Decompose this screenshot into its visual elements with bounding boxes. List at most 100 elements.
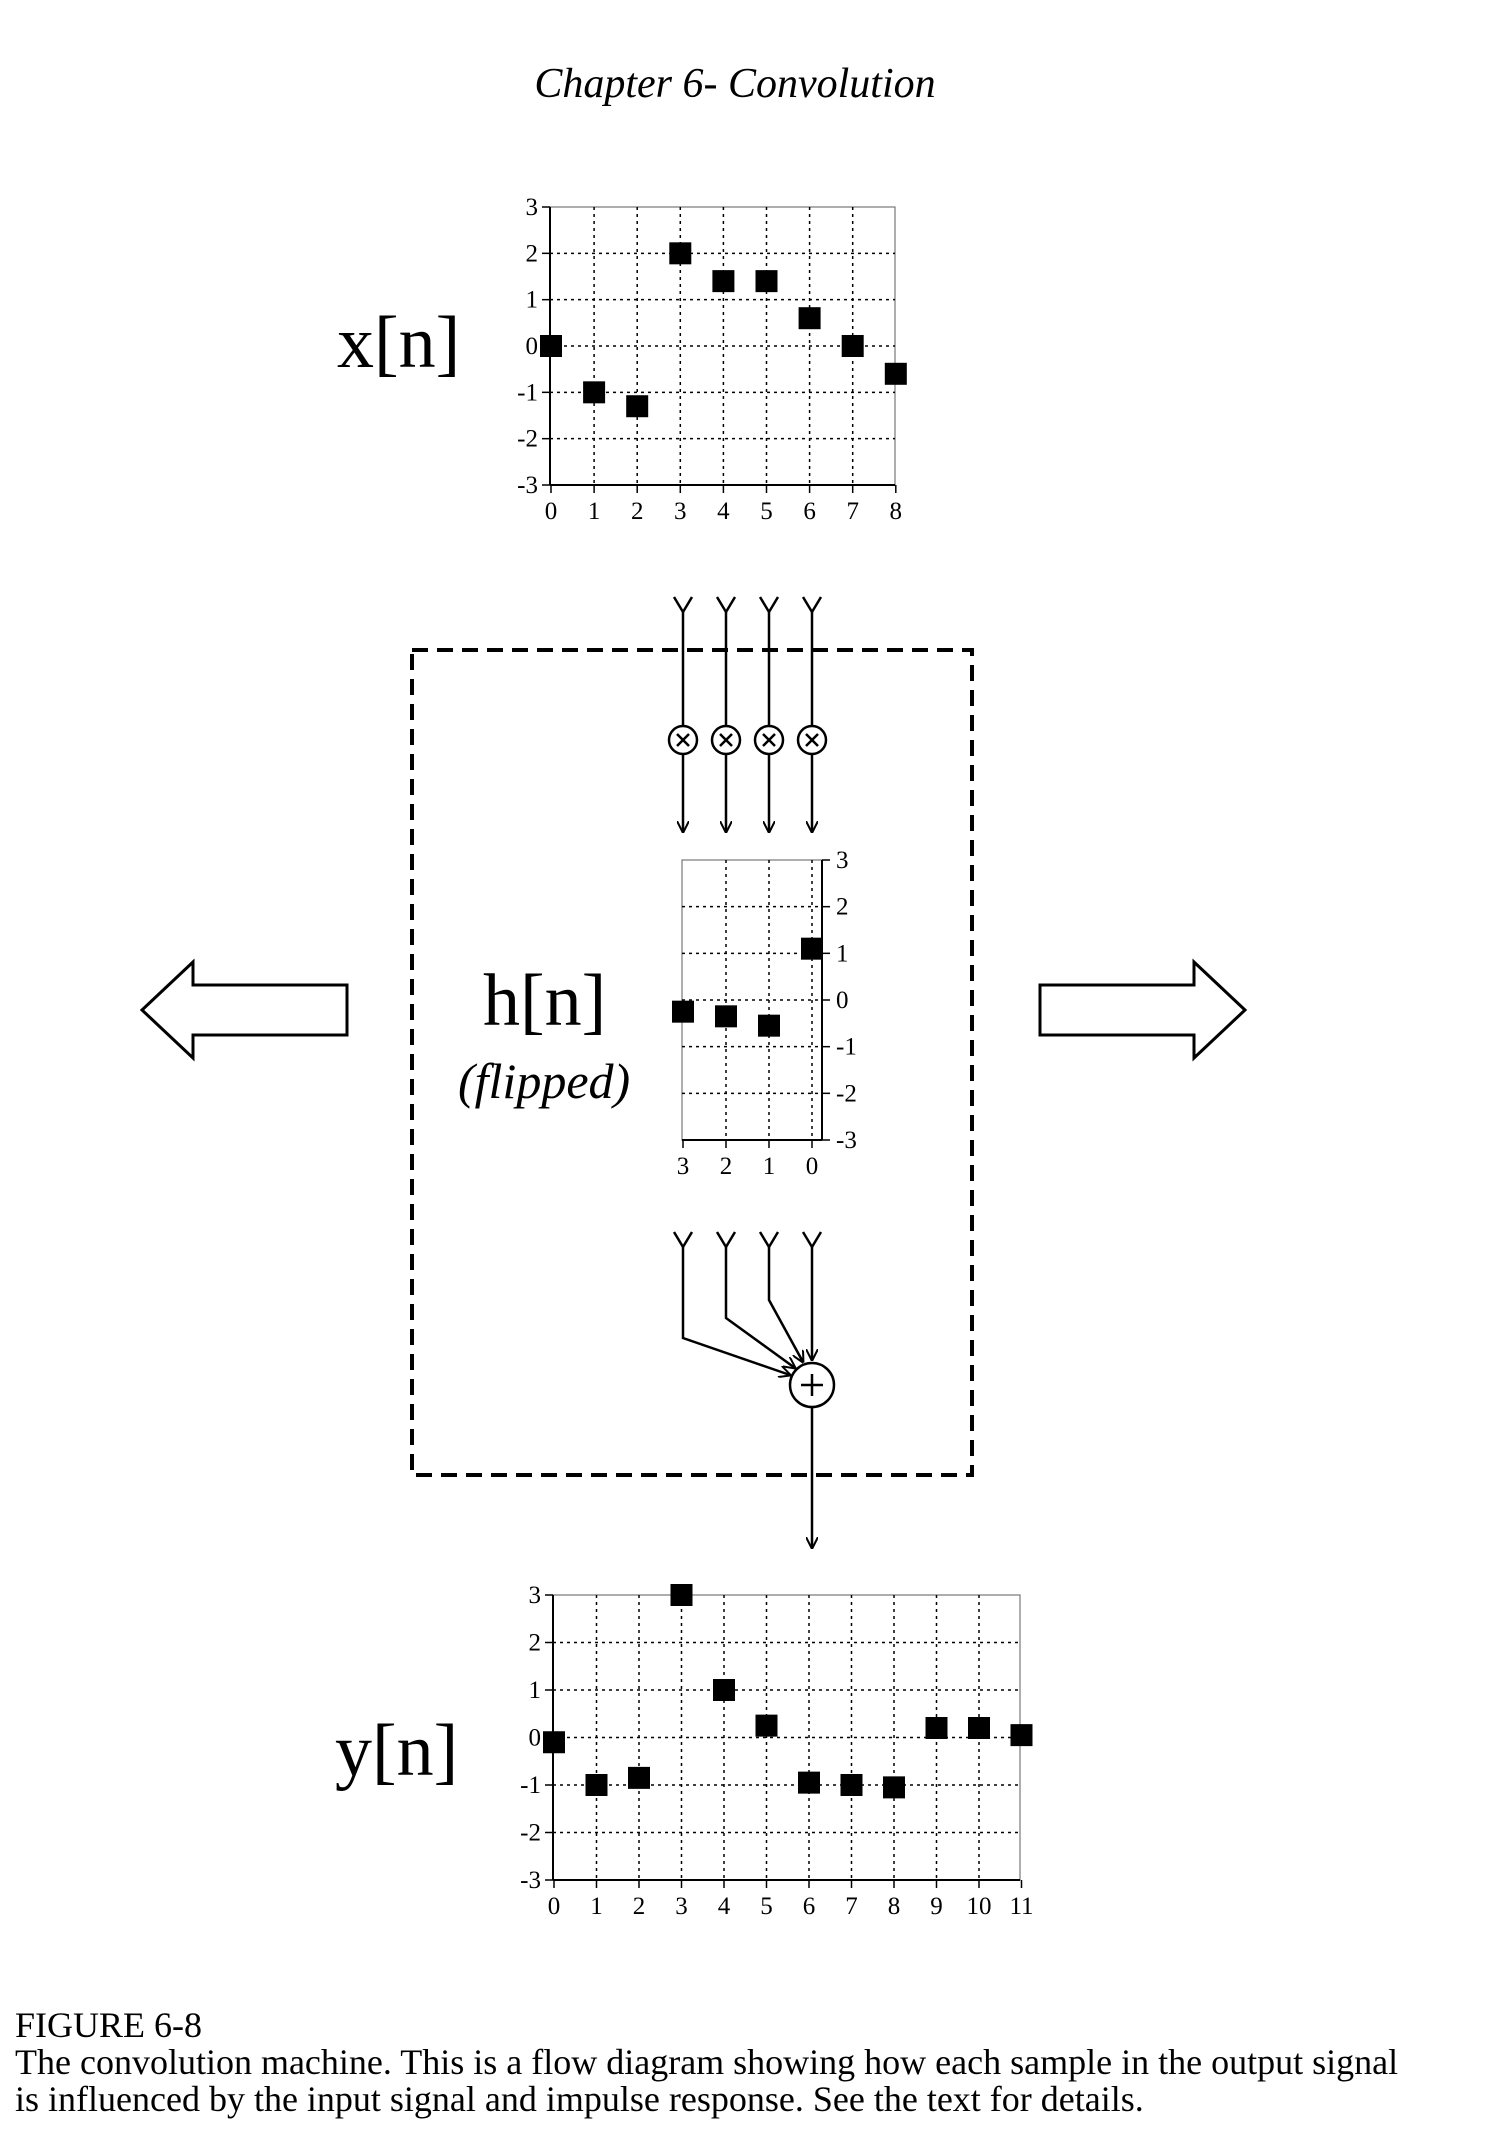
input-tap-fork [758,596,780,615]
h-x-tick-label: 3 [677,1153,690,1180]
x-sample-marker [712,270,735,293]
sum-input-arrow [724,1247,795,1368]
y-sample-marker [968,1717,990,1739]
h-y-tick-label: 2 [836,894,849,921]
sum-input-fork [758,1231,780,1250]
h-sample-marker [715,1005,737,1028]
h-y-tick-label: 3 [836,847,849,874]
y-sample-marker [883,1776,905,1799]
figure-number: FIGURE 6-8 [15,2005,202,2045]
x-sample-marker [755,270,778,293]
sum-input-arrow [767,1247,803,1362]
sum-input-fork [672,1231,694,1250]
x-x-tick-label: 6 [803,498,816,525]
y-sample-marker [1010,1724,1033,1747]
figure-caption-line-2: is influenced by the input signal and im… [15,2079,1144,2119]
x-sample-marker [798,307,821,330]
y-x-tick-label: 1 [590,1893,603,1920]
input-tap-fork [672,596,694,615]
x-y-tick-label: 2 [526,240,539,267]
x-y-tick-label: 3 [526,194,539,221]
x-y-tick-label: 0 [526,333,539,360]
y-y-tick-label: -3 [520,1867,541,1894]
y-sample-marker [543,1731,565,1754]
x-sample-marker [540,335,562,357]
h-flipped-note: (flipped) [458,1053,630,1109]
plus-icon [801,1374,823,1396]
h-y-tick-label: -3 [836,1127,857,1154]
y-sample-marker [840,1774,863,1796]
multiply-icon [805,733,819,747]
y-sample-marker [713,1679,735,1701]
x-signal-label: x[n] [337,302,460,384]
h-sample-marker [801,937,823,960]
y-y-tick-label: 3 [529,1582,542,1609]
multiply-icon [719,733,733,747]
sum-input-fork [801,1231,823,1250]
x-x-tick-label: 4 [717,498,730,525]
y-x-tick-label: 10 [967,1893,992,1920]
x-sample-marker [583,381,606,404]
x-sample-marker [841,335,864,357]
multiply-icon [676,733,690,747]
x-x-tick-label: 7 [846,498,859,525]
y-sample-marker [585,1774,608,1796]
y-y-tick-label: -1 [520,1772,541,1799]
x-x-tick-label: 2 [631,498,644,525]
input-tap-fork [801,596,823,615]
h-sample-marker [672,1000,694,1023]
input-tap-fork [715,596,737,615]
y-x-tick-label: 2 [633,1893,646,1920]
h-y-tick-label: -2 [836,1080,857,1107]
y-x-tick-label: 3 [675,1893,688,1920]
left-shift-arrow [139,958,349,1062]
y-y-tick-label: 1 [529,1677,542,1704]
x-sample-marker [669,242,692,265]
y-sample-marker [925,1717,948,1739]
h-sample-marker [758,1014,780,1037]
y-y-tick-label: 0 [529,1725,542,1752]
h-x-tick-label: 2 [720,1153,733,1180]
h-y-tick-label: 1 [836,940,849,967]
x-sample-marker [884,362,907,385]
y-x-tick-label: 11 [1009,1893,1033,1920]
y-sample-marker [670,1584,693,1606]
figure-caption-line-1: The convolution machine. This is a flow … [15,2042,1398,2082]
x-sample-marker [626,395,649,418]
x-x-tick-label: 8 [890,498,903,525]
x-y-tick-label: -2 [517,426,538,453]
y-x-tick-label: 5 [760,1893,773,1920]
y-x-tick-label: 6 [803,1893,816,1920]
multiply-icon [762,733,776,747]
x-x-tick-label: 1 [588,498,601,525]
y-x-tick-label: 4 [718,1893,731,1920]
y-x-tick-label: 9 [930,1893,943,1920]
h-y-tick-label: -1 [836,1034,857,1061]
sum-input-arrow [681,1247,790,1375]
h-x-tick-label: 1 [763,1153,776,1180]
h-signal-label: h[n] [483,960,606,1042]
signal-flow-wiring [667,596,836,1548]
y-y-tick-label: -2 [520,1820,541,1847]
y-y-tick-label: 2 [529,1630,542,1657]
h-x-tick-label: 0 [806,1153,819,1180]
right-shift-arrow [1038,958,1248,1062]
x-x-tick-label: 3 [674,498,687,525]
x-y-tick-label: 1 [526,287,539,314]
x-x-tick-label: 0 [545,498,558,525]
h-y-tick-label: 0 [836,987,849,1014]
x-x-tick-label: 5 [760,498,773,525]
y-signal-label: y[n] [335,1710,458,1792]
y-sample-marker [755,1714,778,1737]
y-sample-marker [628,1766,650,1789]
y-x-tick-label: 7 [845,1893,858,1920]
x-y-tick-label: -3 [517,472,538,499]
sum-input-fork [715,1231,737,1250]
y-x-tick-label: 8 [888,1893,901,1920]
y-sample-marker [798,1771,820,1794]
h-signal-plot: 3 2 1 0 -1 -2 -3 3 2 1 0 [672,847,857,1180]
page-header: Chapter 6- Convolution [534,61,935,107]
